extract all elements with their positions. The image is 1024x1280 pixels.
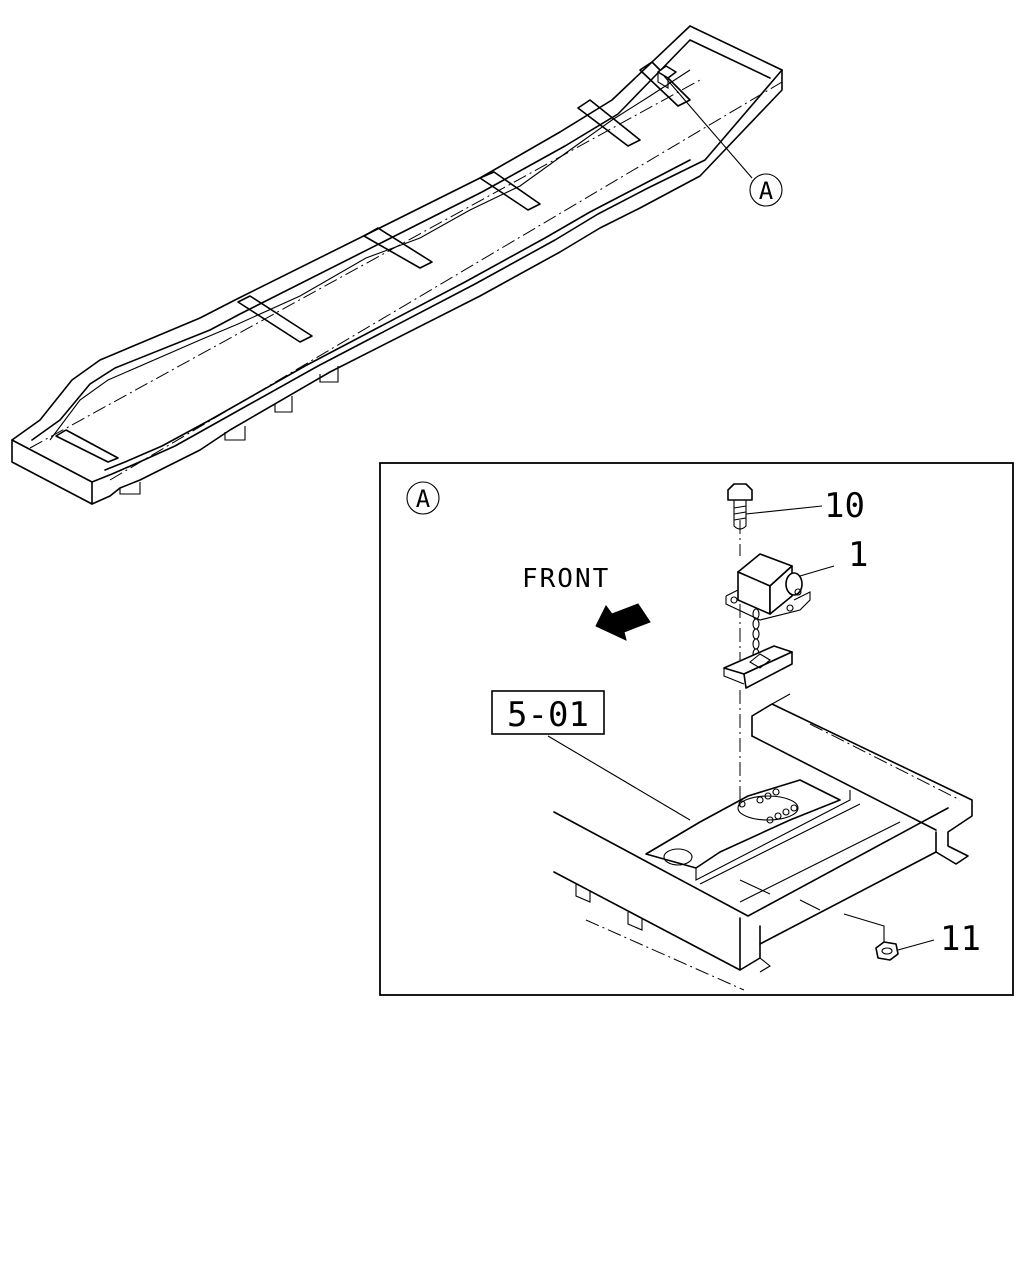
arrow-front-icon	[595, 603, 651, 641]
bracket	[723, 645, 793, 689]
part-10-label: 10	[824, 486, 865, 526]
callout-a-detail: A	[406, 481, 440, 515]
bolt	[727, 483, 753, 530]
part-1-label: 1	[848, 535, 868, 575]
detail-centerline-2	[585, 919, 745, 991]
front-label: FRONT	[522, 564, 610, 594]
nut	[875, 941, 899, 961]
part-11-label: 11	[940, 919, 981, 959]
part-1-leader	[799, 565, 835, 577]
callout-a-leader	[663, 75, 753, 179]
part-11-leader	[843, 913, 885, 942]
ref-box	[491, 690, 605, 735]
chassis-frame	[11, 25, 783, 505]
detail-frame	[379, 462, 1014, 996]
callout-a-main-label: A	[759, 177, 774, 205]
detail-centerline-1	[809, 723, 961, 801]
part-10-leader	[745, 505, 823, 515]
frame-crossmember	[553, 693, 973, 973]
callout-a-detail-label: A	[416, 485, 431, 513]
component-box	[725, 553, 811, 621]
ref-box-leader	[547, 735, 691, 821]
callout-a-main: A	[749, 173, 783, 207]
chain	[752, 608, 760, 660]
ref-box-label: 5-01	[507, 695, 589, 735]
